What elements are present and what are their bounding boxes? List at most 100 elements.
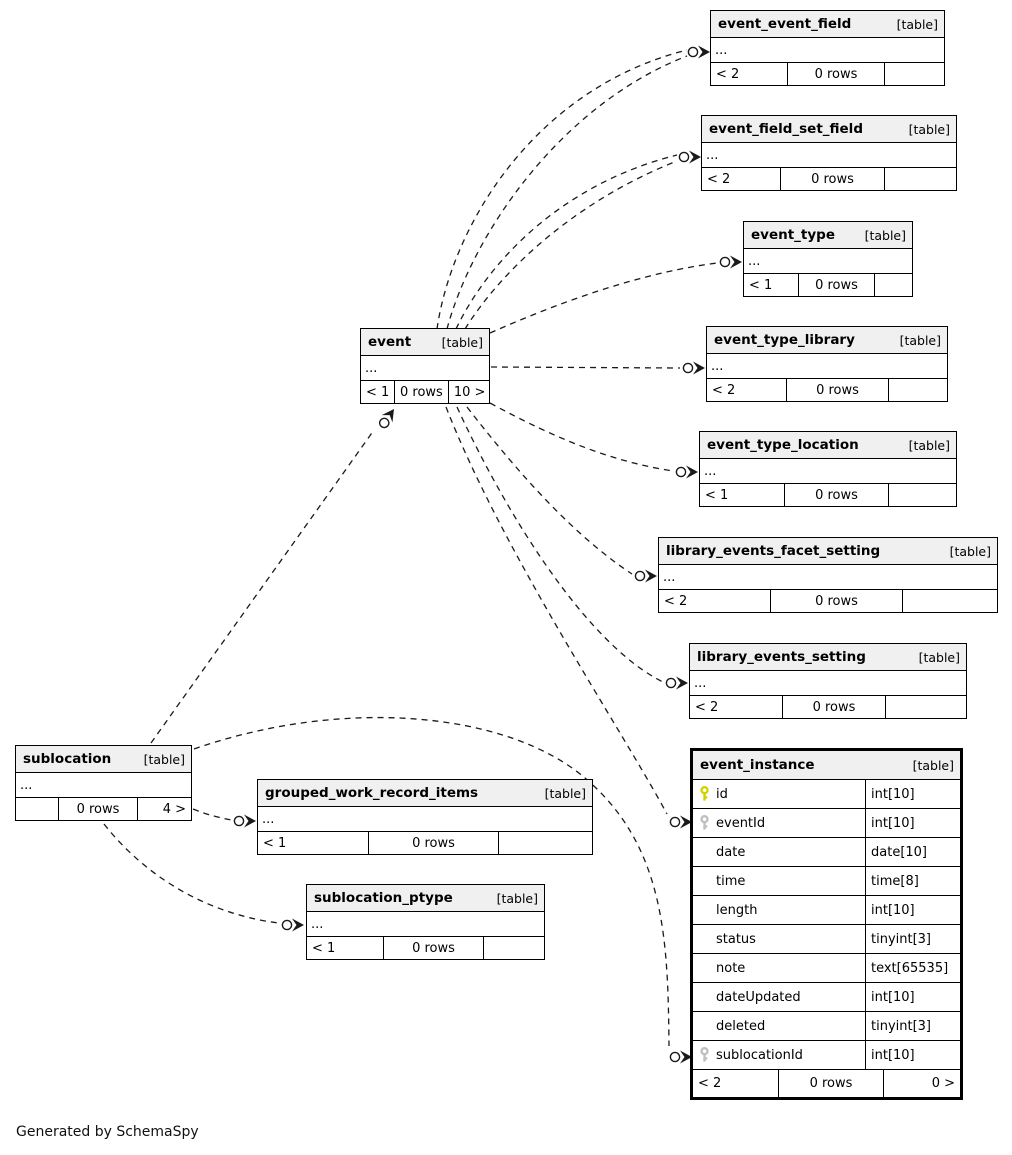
relationship-edge-event-to-event_field_set_field [464,160,678,330]
column-name-cell: deleted [693,1012,866,1040]
column-name: status [716,931,756,947]
crowfoot-marker-event_event_field [687,45,710,59]
column-row: note text[65535] [693,954,960,983]
table-type-badge: [table] [496,890,538,906]
table-summary-row: ... [690,671,966,696]
column-name: length [716,902,758,918]
table-title[interactable]: event_field_set_field [709,121,863,137]
table-title[interactable]: library_events_setting [697,649,866,665]
table-node-library_events_facet_setting[interactable]: library_events_facet_setting[table]...< … [658,537,998,613]
table-title[interactable]: library_events_facet_setting [666,543,881,559]
footer-parents-count [484,937,544,959]
footer-row-count: 0 rows [369,832,499,854]
table-type-badge: [table] [864,227,906,243]
column-type: int[10] [871,989,915,1005]
column-type: int[10] [871,786,915,802]
crowfoot-marker-event_type_library [682,361,705,375]
table-type-badge: [table] [441,334,483,350]
footer-row-count: 0 rows [779,1070,884,1097]
table-summary-row: ... [307,912,544,937]
primary-key-icon [700,786,709,801]
table-title[interactable]: event_type_library [714,332,855,348]
column-name-cell: note [693,954,866,982]
crowfoot-marker-event_instance.eventId [669,815,692,829]
column-name: dateUpdated [716,989,801,1005]
footer-row-count: 0 rows [783,696,886,718]
column-name-cell: id [693,780,866,808]
table-type-badge: [table] [143,751,185,767]
footer-parents-count [885,63,944,85]
table-title[interactable]: event_type_location [707,437,859,453]
crowfoot-marker-grouped_work_record_items [233,814,256,828]
column-name: id [716,786,728,802]
table-summary-row: ... [258,807,592,832]
relationship-edge-event-to-event_type [489,262,718,334]
column-row: id int[10] [693,780,960,809]
table-title[interactable]: sublocation_ptype [314,890,453,906]
table-title[interactable]: event_type [751,227,835,243]
table-title[interactable]: event_instance [700,757,815,773]
relationship-edge-sublocation-to-event_instance.sublocationId [193,716,670,1047]
table-summary-row: ... [707,354,947,379]
table-type-badge: [table] [544,785,586,801]
footer-parents-count [499,832,592,854]
table-header: event_instance[table] [693,751,960,780]
table-title[interactable]: grouped_work_record_items [265,785,479,801]
footer-children-count: < 2 [659,590,771,612]
footer-children-count: < 1 [744,274,799,296]
column-row: dateUpdated int[10] [693,983,960,1012]
column-type: text[65535] [871,960,949,976]
relationship-edge-event-to-event_type_library [490,366,681,369]
column-type: tinyint[3] [871,1018,932,1034]
relationship-edge-event-to-event_event_field [446,55,688,330]
table-header: event [table] [361,329,489,356]
table-summary-ellipsis: ... [262,811,275,827]
table-summary-ellipsis: ... [704,463,717,479]
relationship-edge-event-to-event_event_field [436,49,688,330]
table-title[interactable]: event [368,334,412,350]
footer-parents-count: 10 > [453,384,486,400]
footer-children-count [16,798,59,820]
footer-row-count: 0 rows [384,937,484,959]
crowfoot-marker-event [378,409,394,429]
footer-row-count: 0 rows [788,63,885,85]
footer-row-count: 0 rows [59,798,138,820]
table-title[interactable]: sublocation [23,751,112,767]
crowfoot-marker-event_instance.sublocationId [669,1050,692,1064]
footer-children-count: < 2 [690,696,783,718]
table-summary-ellipsis: ... [694,675,707,691]
footer-row-count: 0 rows [395,381,449,403]
crowfoot-marker-library_events_facet_setting [634,569,657,583]
table-summary-row: ... [361,356,489,381]
column-type: int[10] [871,1047,915,1063]
table-summary-row: ... [659,565,997,590]
relationship-edge-sublocation-to-event [150,429,375,744]
table-header: event_event_field [table] [711,11,944,38]
table-type-badge: [table] [896,16,938,32]
column-type: time[8] [871,873,919,889]
column-name: date [716,844,746,860]
relationship-edge-event-to-event_type_location [489,402,674,472]
table-header: library_events_facet_setting[table] [659,538,997,565]
footer-parents-count [875,274,912,296]
footer-parents-count [886,696,966,718]
table-title[interactable]: event_event_field [718,16,852,32]
